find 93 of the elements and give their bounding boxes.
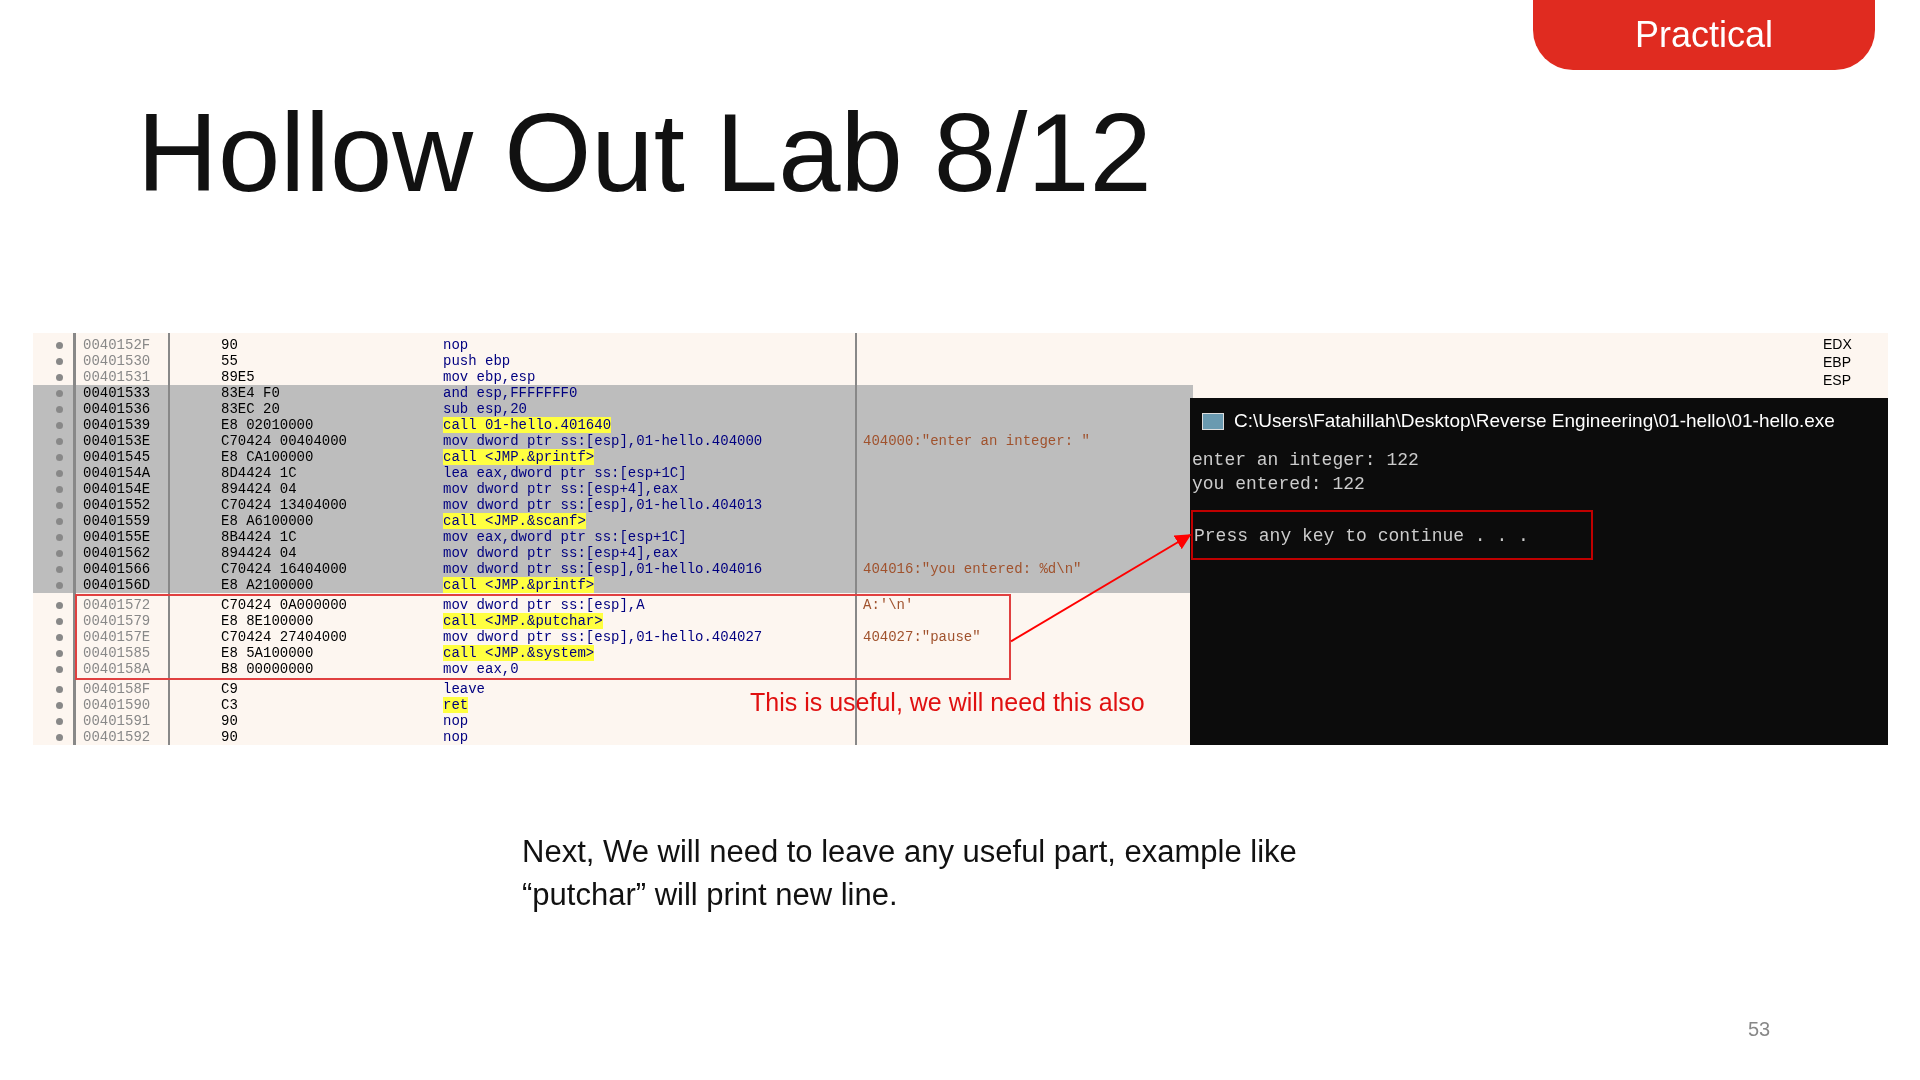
register-name: EDX: [1823, 336, 1852, 352]
disassembly-instruction: ret: [443, 697, 469, 713]
memory-address: 00401539: [83, 417, 151, 433]
memory-address: 0040153E: [83, 433, 151, 449]
instruction-bytes: 90: [221, 729, 238, 745]
memory-address: 00401590: [83, 697, 151, 713]
instruction-bytes: E8 02010000: [221, 417, 314, 433]
console-output: you entered: 122: [1192, 473, 1365, 496]
console-output: enter an integer: 122: [1192, 449, 1419, 472]
section-tab: Practical: [1533, 0, 1875, 70]
instruction-bytes: C9: [221, 681, 238, 697]
disassembly-instruction: call <JMP.&scanf>: [443, 513, 586, 529]
memory-address: 00401566: [83, 561, 151, 577]
disassembly-instruction: mov dword ptr ss:[esp],A: [443, 597, 645, 613]
disassembly-instruction: call <JMP.&system>: [443, 645, 595, 661]
instruction-bytes: 89E5: [221, 369, 255, 385]
instruction-bytes: E8 CA100000: [221, 449, 314, 465]
memory-address: 00401562: [83, 545, 151, 561]
body-text: Next, We will need to leave any useful part, example like “putchar” will print new line.: [522, 833, 1298, 914]
memory-address: 0040154E: [83, 481, 151, 497]
instruction-bytes: C3: [221, 697, 238, 713]
memory-address: 00401530: [83, 353, 151, 369]
disassembly-instruction: nop: [443, 337, 469, 353]
instruction-bytes: C70424 0A000000: [221, 597, 348, 613]
instruction-bytes: C70424 00404000: [221, 433, 348, 449]
disassembly-instruction: nop: [443, 729, 469, 745]
disassembly-instruction: mov dword ptr ss:[esp],01-hello.404027: [443, 629, 763, 645]
instruction-bytes: 894424 04: [221, 545, 297, 561]
instruction-bytes: 8D4424 1C: [221, 465, 297, 481]
memory-address: 0040156D: [83, 577, 151, 593]
instruction-bytes: C70424 13404000: [221, 497, 348, 513]
memory-address: 00401545: [83, 449, 151, 465]
disassembly-instruction: mov eax,dword ptr ss:[esp+1C]: [443, 529, 687, 545]
instruction-bytes: 83E4 F0: [221, 385, 280, 401]
disassembly-instruction: call <JMP.&printf>: [443, 449, 595, 465]
disassembly-instruction: nop: [443, 713, 469, 729]
memory-address: 00401559: [83, 513, 151, 529]
instruction-bytes: 90: [221, 713, 238, 729]
window-title: C:\Users\Fatahillah\Desktop\Reverse Engineering\01-hello\01-hello.exe: [1234, 410, 1835, 432]
instruction-bytes: 55: [221, 353, 238, 369]
disassembly-instruction: leave: [443, 681, 485, 697]
instruction-bytes: 83EC 20: [221, 401, 280, 417]
instruction-bytes: B8 00000000: [221, 661, 314, 677]
memory-address: 00401531: [83, 369, 151, 385]
disassembly-instruction: mov dword ptr ss:[esp],01-hello.404013: [443, 497, 763, 513]
instruction-bytes: C70424 16404000: [221, 561, 348, 577]
memory-address: 00401572: [83, 597, 151, 613]
instruction-bytes: C70424 27404000: [221, 629, 348, 645]
string-comment: 404027:"pause": [863, 629, 981, 645]
memory-address: 0040158A: [83, 661, 151, 677]
disassembly-instruction: mov eax,0: [443, 661, 519, 677]
instruction-bytes: E8 A6100000: [221, 513, 314, 529]
instruction-bytes: 90: [221, 337, 238, 353]
console-output: Press any key to continue . . .: [1194, 525, 1529, 548]
disassembly-instruction: lea eax,dword ptr ss:[esp+1C]: [443, 465, 687, 481]
string-comment: A:'\n': [863, 597, 914, 613]
register-name: EBP: [1823, 354, 1851, 370]
disassembly-instruction: mov dword ptr ss:[esp+4],eax: [443, 481, 679, 497]
string-comment: 404000:"enter an integer: ": [863, 433, 1090, 449]
instruction-bytes: 894424 04: [221, 481, 297, 497]
memory-address: 00401552: [83, 497, 151, 513]
page-number: 53: [1748, 1018, 1771, 1041]
disassembly-instruction: push ebp: [443, 353, 511, 369]
disassembly-instruction: mov dword ptr ss:[esp],01-hello.404000: [443, 433, 763, 449]
arrow: [1010, 534, 1192, 643]
memory-address: 00401579: [83, 613, 151, 629]
memory-address: 00401533: [83, 385, 151, 401]
instruction-bytes: E8 A2100000: [221, 577, 314, 593]
disassembly-instruction: mov ebp,esp: [443, 369, 536, 385]
memory-address: 00401585: [83, 645, 151, 661]
instruction-bytes: E8 5A100000: [221, 645, 314, 661]
memory-address: 00401536: [83, 401, 151, 417]
disassembly-instruction: call <JMP.&putchar>: [443, 613, 603, 629]
highlight-frame: [75, 594, 1011, 680]
annotation-text: This is useful, we will need this also: [750, 688, 1145, 717]
memory-address: 00401592: [83, 729, 151, 745]
instruction-bytes: 8B4424 1C: [221, 529, 297, 545]
disassembly-instruction: mov dword ptr ss:[esp],01-hello.404016: [443, 561, 763, 577]
memory-address: 00401591: [83, 713, 151, 729]
register-name: ESP: [1823, 372, 1851, 388]
memory-address: 0040158F: [83, 681, 151, 697]
instruction-bytes: E8 8E100000: [221, 613, 314, 629]
memory-address: 0040152F: [83, 337, 151, 353]
disassembly-instruction: call 01-hello.401640: [443, 417, 612, 433]
memory-address: 0040155E: [83, 529, 151, 545]
string-comment: 404016:"you entered: %d\n": [863, 561, 1082, 577]
slide-title: Hollow Out Lab 8/12: [137, 89, 1152, 217]
memory-address: 0040154A: [83, 465, 151, 481]
disassembly-instruction: sub esp,20: [443, 401, 527, 417]
disassembly-instruction: mov dword ptr ss:[esp+4],eax: [443, 545, 679, 561]
highlight-box: [1191, 510, 1593, 560]
memory-address: 0040157E: [83, 629, 151, 645]
disassembly-instruction: and esp,FFFFFFF0: [443, 385, 578, 401]
